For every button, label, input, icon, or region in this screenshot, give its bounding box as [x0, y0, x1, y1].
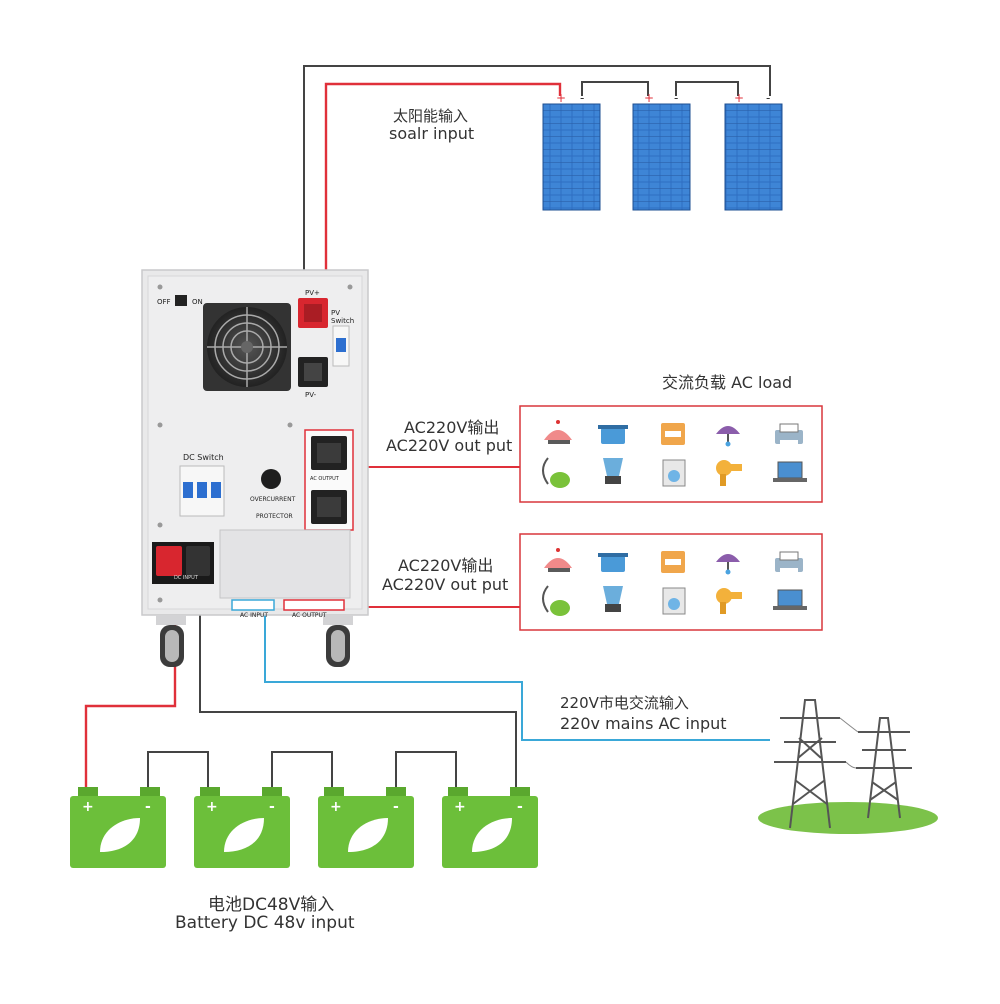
ac-load-box-2 [519, 533, 823, 631]
laptop-icon [773, 461, 807, 482]
battery-4-minus: - [517, 799, 523, 815]
protector-label: PROTECTOR [256, 513, 293, 520]
battery-3 [318, 787, 414, 868]
ac-output-2-label-en: AC220V out put [382, 575, 509, 594]
ac-output-label: AC OUTPUT [310, 476, 339, 482]
battery-2-plus: + [206, 799, 218, 815]
dc-switch-label: DC Switch [183, 453, 224, 462]
hairdryer-hood-icon [716, 426, 740, 447]
appliance-icons-1 [542, 420, 807, 488]
on-label: ON [192, 298, 203, 306]
washing-machine-icon [662, 459, 686, 487]
toaster-icon [661, 423, 685, 445]
ac-output-1-label-cn: AC220V输出 [404, 418, 500, 437]
battery-negative-wire [199, 585, 517, 788]
solar-label-cn: 太阳能输入 [393, 107, 469, 125]
panel-link-2 [675, 81, 739, 96]
overcurrent-protector-knob[interactable] [261, 469, 281, 489]
pv-plus-label: PV+ [305, 289, 320, 297]
ac-load-title: 交流负载 AC load [662, 373, 793, 392]
panel-1-minus: - [580, 91, 584, 105]
vacuum-icon [542, 457, 570, 488]
pot-icon [598, 425, 628, 444]
battery-2-minus: - [269, 799, 275, 815]
battery-link-2 [271, 751, 333, 788]
battery-1 [70, 787, 166, 868]
ac-output-1-label-en: AC220V out put [386, 436, 513, 455]
ac-load-box-1 [519, 405, 823, 503]
battery-link-1 [147, 751, 209, 788]
panel-2-minus: - [674, 91, 678, 105]
battery-link-3 [395, 751, 457, 788]
off-label: OFF [157, 298, 171, 306]
panel-3-minus: - [766, 91, 770, 105]
ac-input-label: AC INPUT [240, 612, 269, 619]
solar-panel-2 [632, 103, 691, 211]
printer-icon [775, 423, 803, 445]
power-grid-towers [758, 699, 938, 834]
solar-positive-wire [324, 82, 562, 300]
battery-4 [442, 787, 538, 868]
battery-1-plus: + [82, 799, 94, 815]
solar-panel-3 [724, 103, 783, 211]
battery-negative-terminal [186, 546, 210, 576]
hairdryer-icon [716, 460, 742, 486]
blender-icon [603, 458, 623, 484]
battery-label-cn: 电池DC48V输入 [208, 895, 335, 915]
battery-4-plus: + [454, 799, 466, 815]
panel-2-plus: + [644, 91, 654, 105]
solar-negative-wire [303, 65, 771, 300]
battery-label-en: Battery DC 48v input [175, 913, 355, 933]
panel-3-plus: + [734, 91, 744, 105]
battery-positive-terminal [156, 546, 182, 576]
battery-3-minus: - [393, 799, 399, 815]
power-switch[interactable] [175, 295, 187, 306]
ac-output-bottom-label: AC OUTPUT [292, 612, 327, 619]
mains-input-wire [264, 612, 770, 741]
dc-input-label: DC INPUT [174, 575, 198, 581]
solar-panel-1 [542, 103, 601, 211]
cabinet-wheels [156, 615, 353, 667]
ac-output-terminal-strip [283, 599, 345, 611]
overcurrent-label: OVERCURRENT [250, 496, 296, 503]
mains-label-en: 220v mains AC input [560, 714, 727, 733]
panel-1-plus: + [556, 91, 566, 105]
kettle-icon [544, 420, 572, 444]
pv-minus-label: PV- [305, 391, 317, 399]
inverter-cabinet [141, 269, 369, 616]
battery-3-plus: + [330, 799, 342, 815]
battery-1-minus: - [145, 799, 151, 815]
ac-input-terminal-strip [231, 599, 275, 611]
terminal-cover [219, 529, 351, 599]
solar-label-en: soalr input [389, 124, 475, 143]
ac-output-2-label-cn: AC220V输出 [398, 556, 494, 575]
pv-switch-label: PV Switch [331, 309, 355, 325]
panel-link-1 [581, 81, 649, 96]
battery-2 [194, 787, 290, 868]
mains-label-cn: 220V市电交流输入 [560, 694, 689, 712]
